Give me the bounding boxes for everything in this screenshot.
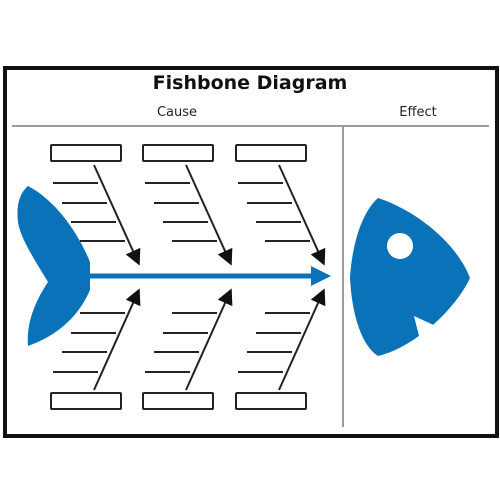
cause-box-top-1[interactable] — [50, 144, 122, 162]
top-bone-group-2 — [145, 164, 233, 266]
effect-column-label: Effect — [399, 105, 437, 120]
fish-head — [350, 198, 470, 356]
bottom-bone-group-3 — [238, 288, 326, 391]
diagram-title: Fishbone Diagram — [152, 72, 348, 94]
top-bone-group-1 — [53, 164, 141, 266]
cause-box-top-2[interactable] — [142, 144, 214, 162]
bottom-bone-3 — [278, 288, 326, 391]
cause-column-label: Cause — [156, 105, 198, 120]
fish-eye — [387, 233, 413, 259]
fish-mouth — [414, 316, 440, 340]
bottom-bone-1 — [93, 288, 141, 391]
cause-box-top-3[interactable] — [235, 144, 307, 162]
cause-box-bottom-3[interactable] — [235, 392, 307, 410]
top-bone-1 — [93, 164, 141, 266]
fish-tail — [17, 186, 90, 346]
top-bone-3 — [278, 164, 326, 266]
top-bone-2 — [185, 164, 233, 266]
bottom-bone-2 — [185, 288, 233, 391]
bottom-bone-group-2 — [145, 288, 233, 391]
top-bone-group-3 — [238, 164, 326, 266]
cause-box-bottom-2[interactable] — [142, 392, 214, 410]
cause-box-bottom-1[interactable] — [50, 392, 122, 410]
bottom-bone-group-1 — [53, 288, 141, 391]
